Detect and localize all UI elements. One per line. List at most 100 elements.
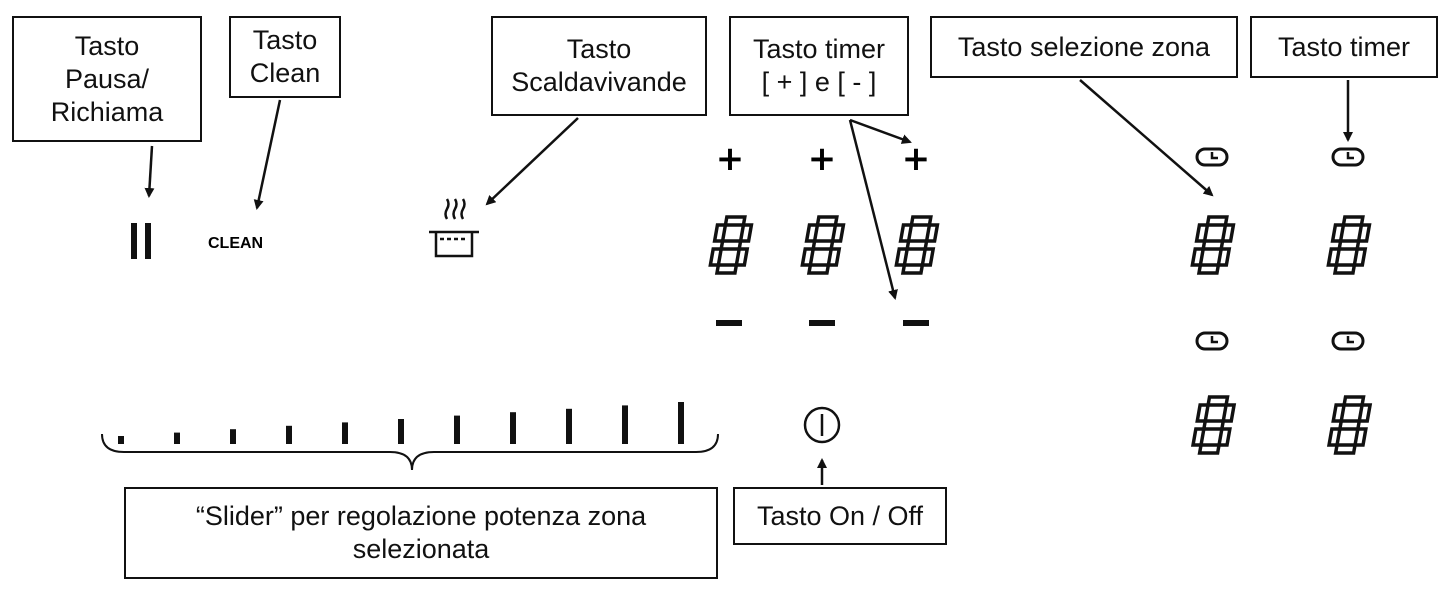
digit-zone-2 xyxy=(1326,215,1372,275)
slider-level-5[interactable] xyxy=(342,422,348,444)
callout-zone-select: Tasto selezione zona xyxy=(930,16,1238,78)
segment xyxy=(1221,403,1237,423)
power-icon[interactable] xyxy=(803,406,841,444)
segment xyxy=(900,263,925,275)
segment xyxy=(1337,239,1361,251)
segment xyxy=(1190,247,1206,267)
clock-icon-3[interactable] xyxy=(1195,331,1229,351)
pause-icon[interactable] xyxy=(131,223,151,259)
arrow-zone-select xyxy=(1079,79,1214,197)
segment xyxy=(1341,215,1365,227)
segment xyxy=(1342,395,1366,407)
callout-timer-pm-line1: Tasto timer xyxy=(752,34,886,64)
timer-plus-1[interactable]: + xyxy=(716,139,745,179)
callout-warmer-button: Tasto Scaldavivande xyxy=(491,16,707,116)
segment xyxy=(1206,395,1230,407)
callout-clean-line2: Clean xyxy=(249,58,321,88)
segment xyxy=(800,247,816,267)
segment xyxy=(924,223,940,243)
timer-clock-icons xyxy=(1195,147,1365,351)
slider-level-11[interactable] xyxy=(678,402,684,444)
plus-row: + + + xyxy=(716,139,931,179)
minus-row xyxy=(716,320,929,326)
segment xyxy=(1205,215,1229,227)
segment xyxy=(1197,443,1222,455)
timer-plus-2[interactable]: + xyxy=(808,139,837,179)
slider-level-6[interactable] xyxy=(398,419,404,444)
clean-button-label[interactable]: CLEAN xyxy=(208,235,263,252)
callout-zone-select-line1: Tasto selezione zona xyxy=(957,31,1211,62)
segment xyxy=(920,247,936,267)
segment xyxy=(826,247,842,267)
segment xyxy=(1352,427,1368,447)
digit-zone-4 xyxy=(1326,395,1373,455)
segment xyxy=(1216,427,1232,447)
slider-level-9[interactable] xyxy=(566,408,572,444)
segment xyxy=(804,223,820,243)
segment xyxy=(898,223,914,243)
clock-icon-4[interactable] xyxy=(1331,331,1365,351)
timer-minus-2[interactable] xyxy=(809,320,835,326)
clock-icon-2[interactable] xyxy=(1331,147,1365,167)
arrows xyxy=(144,79,1353,485)
seven-segment-displays xyxy=(708,215,1373,455)
digit-timer-2 xyxy=(800,215,846,275)
timer-minus-1[interactable] xyxy=(716,320,742,326)
clock-icon-1[interactable] xyxy=(1195,147,1229,167)
callout-warmer-line1: Tasto xyxy=(566,34,632,64)
slider-level-8[interactable] xyxy=(510,412,516,444)
power-slider[interactable] xyxy=(118,402,684,444)
segment xyxy=(1201,419,1226,431)
segment xyxy=(1332,263,1357,275)
slider-level-4[interactable] xyxy=(286,425,292,444)
segment xyxy=(830,223,846,243)
arrow-warmer xyxy=(485,117,579,206)
segment xyxy=(738,223,754,243)
arrow-timer-minus xyxy=(848,119,898,300)
segment xyxy=(1194,223,1210,243)
callout-timer-line1: Tasto timer xyxy=(1277,31,1411,62)
segment xyxy=(1326,427,1342,447)
arrow-pause xyxy=(144,145,155,198)
slider-level-2[interactable] xyxy=(174,432,180,444)
segment xyxy=(811,239,835,251)
digit-zone-1 xyxy=(1190,215,1236,275)
callout-on-off-line1: Tasto On / Off xyxy=(756,500,924,531)
segment xyxy=(1216,247,1232,267)
timer-minus-3[interactable] xyxy=(903,320,929,326)
segment xyxy=(719,239,743,251)
segment xyxy=(1356,223,1372,243)
callout-slider-line2: selezionata xyxy=(352,534,490,564)
arrow-timer-plus xyxy=(849,118,912,144)
segment xyxy=(708,247,724,267)
callout-slider: “Slider” per regolazione potenza zona se… xyxy=(124,487,718,579)
segment xyxy=(894,247,910,267)
callout-timer-plus-minus: Tasto timer [ + ] e [ - ] xyxy=(729,16,909,116)
segment xyxy=(1333,443,1358,455)
arrow-clean xyxy=(253,99,282,210)
segment xyxy=(714,263,739,275)
callout-clean-button: Tasto Clean xyxy=(229,16,341,98)
callout-pause-line1: Tasto xyxy=(74,30,140,61)
segment xyxy=(1326,247,1342,267)
timer-plus-3[interactable]: + xyxy=(902,139,931,179)
segment xyxy=(1331,403,1347,423)
digit-timer-3 xyxy=(894,215,940,275)
callout-pause-line2: Pausa/ xyxy=(64,63,150,94)
segment xyxy=(1357,403,1373,423)
slider-brace xyxy=(101,433,719,471)
segment xyxy=(815,215,839,227)
slider-level-1[interactable] xyxy=(118,436,124,444)
slider-level-3[interactable] xyxy=(230,429,236,444)
slider-level-10[interactable] xyxy=(622,405,628,444)
slider-level-7[interactable] xyxy=(454,415,460,444)
callout-slider-line1: “Slider” per regolazione potenza zona xyxy=(195,501,647,531)
segment xyxy=(1330,223,1346,243)
segment xyxy=(1220,223,1236,243)
segment xyxy=(1352,247,1368,267)
callout-timer-pm-line2: [ + ] e [ - ] xyxy=(761,67,877,97)
segment xyxy=(734,247,750,267)
pot-warmer-icon[interactable] xyxy=(429,198,479,258)
segment xyxy=(712,223,728,243)
